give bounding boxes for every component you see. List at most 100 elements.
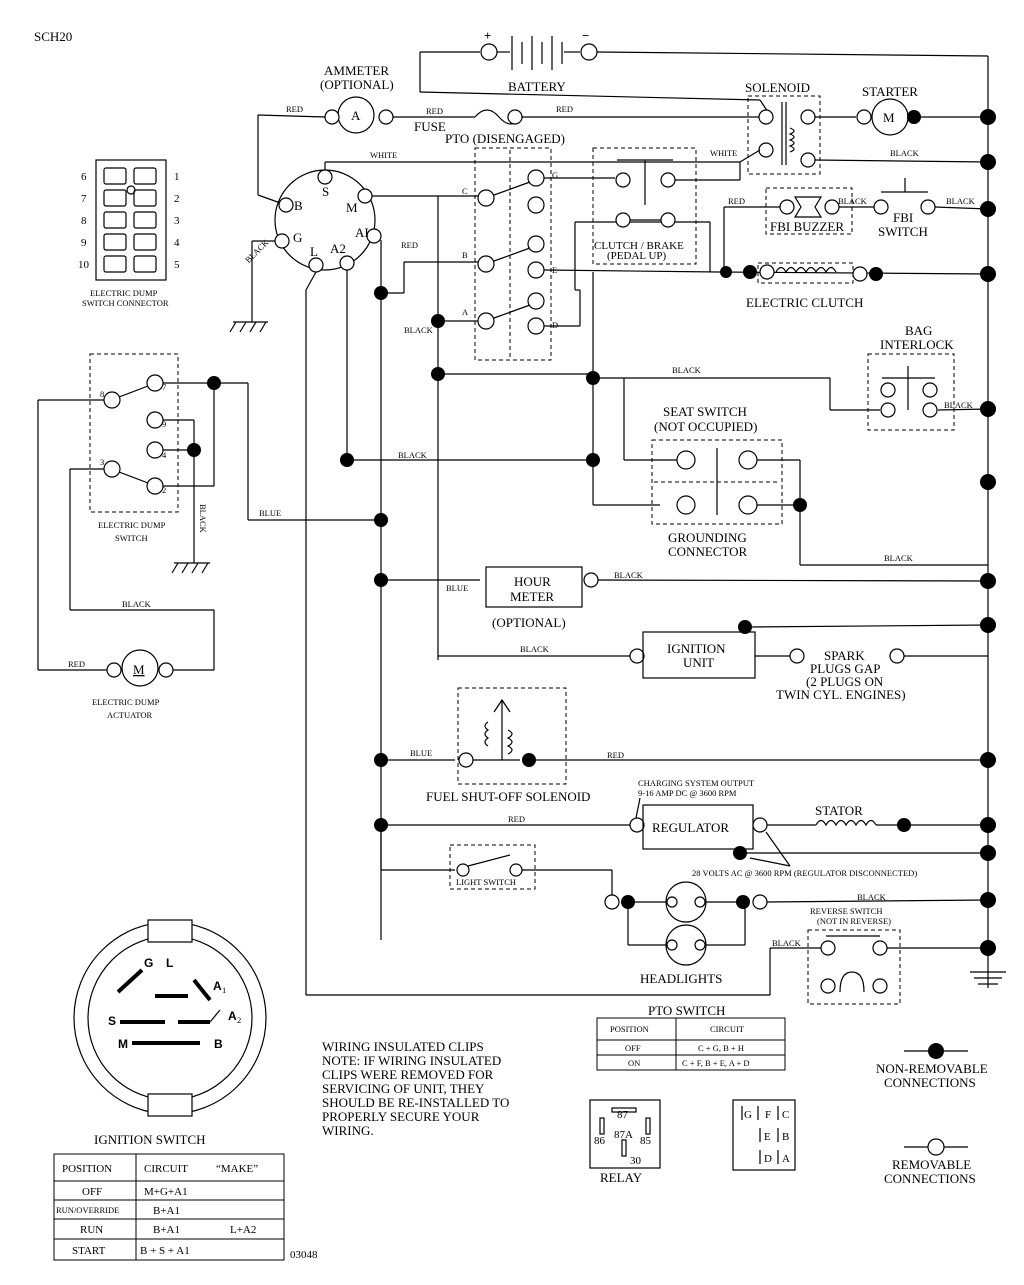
legend-nonrem-1: NON-REMOVABLE — [876, 1061, 988, 1076]
seat-switch-line2: (NOT OCCUPIED) — [654, 419, 757, 434]
battery-label: BATTERY — [508, 79, 566, 94]
face-A2-sub: 2 — [237, 1015, 241, 1025]
headlights-label: HEADLIGHTS — [640, 971, 722, 986]
fbi-switch-line1: FBI — [893, 210, 913, 225]
wire-black-mid: BLACK — [398, 450, 428, 460]
spark-line3: (2 PLUGS ON — [806, 674, 884, 689]
pto-table: PTO SWITCH POSITION CIRCUIT OFF C + G, B… — [596, 1003, 786, 1071]
dc-right-5: 5 — [174, 259, 180, 271]
ds-pin-2: 2 — [162, 485, 166, 495]
relay-87: 87 — [617, 1109, 629, 1121]
relay-86: 86 — [594, 1135, 606, 1147]
dc-left-9: 9 — [81, 237, 87, 249]
grid-F: F — [765, 1109, 771, 1121]
face-B: B — [214, 1037, 223, 1051]
battery-minus: − — [582, 28, 589, 43]
ign-r2-make: L+A2 — [230, 1224, 256, 1236]
pto-r1-cir: C + F, B + E, A + D — [682, 1058, 750, 1068]
dc-left-8: 8 — [81, 215, 87, 227]
face-L: L — [166, 956, 173, 970]
ds-pin-9: 9 — [162, 419, 166, 429]
ds-label2: SWITCH — [115, 533, 148, 543]
face-A1: A — [213, 979, 222, 993]
pto-h0: POSITION — [610, 1024, 649, 1034]
note-5: SHOULD BE RE-INSTALLED TO — [322, 1095, 509, 1110]
wire-black-dump2: BLACK — [122, 599, 152, 609]
ac-note: 28 VOLTS AC @ 3600 RPM (REGULATOR DISCON… — [692, 868, 917, 878]
ign-r2-cir: B+A1 — [153, 1224, 180, 1236]
ign-r0-cir: M+G+A1 — [144, 1186, 188, 1198]
wire-black-seat: BLACK — [884, 553, 914, 563]
dc-right-1: 1 — [174, 171, 180, 183]
ign-r1-cir: B+A1 — [153, 1205, 180, 1217]
term-B: B — [294, 198, 303, 213]
ds-label1: ELECTRIC DUMP — [98, 520, 166, 530]
wire-blue-fuel: BLUE — [410, 748, 432, 758]
legend-rem-1: REMOVABLE — [892, 1157, 971, 1172]
ignition-switch-face: G L A 1 A 2 S M B IGNITION SWITCH — [73, 919, 267, 1147]
dc-right-2: 2 — [174, 193, 180, 205]
relay-87a: 87A — [614, 1129, 633, 1141]
note-3: CLIPS WERE REMOVED FOR — [322, 1067, 494, 1082]
clutch-brake-line2: (PEDAL UP) — [607, 250, 667, 262]
dc-left-6: 6 — [81, 171, 87, 183]
wire-black-fbi: BLACK — [838, 196, 868, 206]
wire-red-ammeter: RED — [286, 104, 303, 114]
dc-right-4: 4 — [174, 237, 180, 249]
wire-white-S2: WHITE — [710, 148, 737, 158]
solenoid-label: SOLENOID — [745, 80, 810, 95]
dc-left-7: 7 — [81, 193, 87, 205]
pto-label: PTO (DISENGAGED) — [445, 131, 565, 146]
ign-r3-pos: START — [72, 1245, 106, 1257]
wire-black-fbi2: BLACK — [946, 196, 976, 206]
regulator: RED REGULATOR CHARGING SYSTEM OUTPUT 9-1… — [374, 778, 996, 878]
seat-switch: SEAT SWITCH (NOT OCCUPIED) BLACK GROUNDI… — [624, 404, 988, 566]
ammeter-line2: (OPTIONAL) — [320, 77, 394, 92]
term-G: G — [293, 230, 302, 245]
fbi-switch-line2: SWITCH — [878, 224, 928, 239]
grid-C: C — [782, 1109, 789, 1121]
clutch-brake-switch: CLUTCH / BRAKE (PEDAL UP) — [592, 147, 741, 265]
term-S: S — [322, 184, 329, 199]
grounding-line1: GROUNDING — [668, 530, 747, 545]
grid-B: B — [782, 1131, 789, 1143]
ign-r0-pos: OFF — [82, 1186, 102, 1198]
note-6: PROPERLY SECURE YOUR — [322, 1109, 480, 1124]
electric-clutch: ELECTRIC CLUTCH — [717, 262, 996, 310]
ds-pin-7: 7 — [162, 382, 166, 392]
relay-label: RELAY — [600, 1170, 643, 1185]
ignition-unit-line1: IGNITION — [667, 641, 726, 656]
reverse-line1: REVERSE SWITCH — [810, 906, 883, 916]
wire-red-fbi: RED — [728, 196, 745, 206]
bag-interlock: BAG INTERLOCK BLACK BLACK — [593, 323, 996, 431]
seat-switch-line1: SEAT SWITCH — [663, 404, 747, 419]
fuel-solenoid-label: FUEL SHUT-OFF SOLENOID — [426, 789, 590, 804]
ammeter-symbol: A — [351, 108, 361, 123]
wire-red-A1: RED — [401, 240, 418, 250]
grid-E: E — [764, 1131, 771, 1143]
ds-pin-4: 4 — [162, 450, 167, 460]
reverse-line2: (NOT IN REVERSE) — [817, 916, 891, 926]
dc-right-3: 3 — [174, 215, 180, 227]
drawing-code-bottom: 03048 — [290, 1249, 318, 1261]
fuel-solenoid: BLUE RED FUEL SHUT-OFF SOLENOID — [374, 687, 996, 804]
wire-black-hour: BLACK — [614, 570, 644, 580]
grid-G: G — [744, 1109, 752, 1121]
hour-meter-line1: HOUR — [514, 574, 551, 589]
ign-r2-pos: RUN — [80, 1224, 103, 1236]
dc-label2: SWITCH CONNECTOR — [82, 298, 169, 308]
note-2: NOTE: IF WIRING INSULATED — [322, 1053, 501, 1068]
wire-red-fuel: RED — [607, 750, 624, 760]
term-L: L — [310, 244, 318, 259]
ds-pin-3: 3 — [100, 457, 104, 467]
reverse-switch: REVERSE SWITCH (NOT IN REVERSE) BLACK — [770, 906, 996, 1005]
pto-pin-grid: G F C E B D A — [732, 1099, 796, 1171]
pto-switch: PTO (DISENGAGED) C B A G E D BLACK — [404, 131, 719, 660]
wire-black-dump: BLACK — [198, 504, 208, 534]
wiring-note: WIRING INSULATED CLIPS NOTE: IF WIRING I… — [322, 1039, 509, 1138]
pto-r1-pos: ON — [628, 1058, 640, 1068]
wire-red-solenoid: RED — [556, 104, 573, 114]
ammeter-line1: AMMETER — [324, 63, 389, 78]
legend-nonrem-2: CONNECTIONS — [884, 1075, 976, 1090]
wire-red-dump: RED — [68, 659, 85, 669]
